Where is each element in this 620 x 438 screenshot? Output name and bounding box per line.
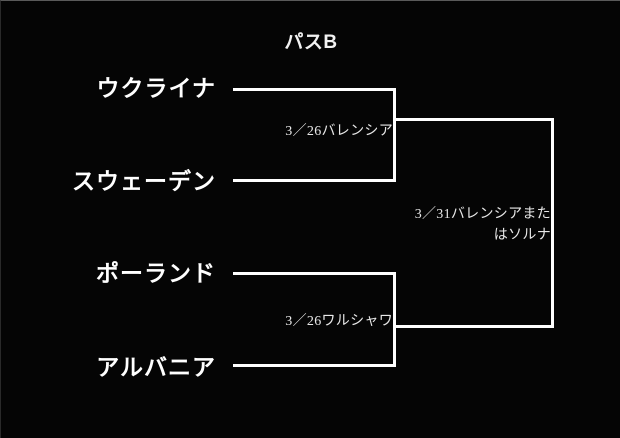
bracket-line-final-top xyxy=(393,118,554,121)
team-name-sweden: スウェーデン xyxy=(72,168,216,194)
bracket-line-ukraine xyxy=(233,88,396,91)
page-title: パスB xyxy=(284,32,338,53)
match-label-final-line2: はソルナ xyxy=(493,228,551,243)
bracket-line-sweden xyxy=(233,179,396,182)
match-label-semifinal-a: 3／26バレンシア xyxy=(285,124,393,139)
match-label-final: 3／31バレンシアまた はソルナ xyxy=(371,204,551,246)
team-name-ukraine: ウクライナ xyxy=(96,75,216,101)
bracket-line-final-bottom xyxy=(393,325,554,328)
bracket-connector-final xyxy=(551,118,554,328)
match-label-semifinal-b: 3／26ワルシャワ xyxy=(285,314,393,329)
team-name-poland: ポーランド xyxy=(96,260,216,286)
bracket-line-albania xyxy=(233,364,396,367)
team-name-albania: アルバニア xyxy=(96,354,216,380)
bracket-connector-semifinal-a xyxy=(393,88,396,182)
bracket-line-poland xyxy=(233,272,396,275)
bracket-connector-semifinal-b xyxy=(393,272,396,367)
match-label-final-line1: 3／31バレンシアまた xyxy=(414,207,551,222)
